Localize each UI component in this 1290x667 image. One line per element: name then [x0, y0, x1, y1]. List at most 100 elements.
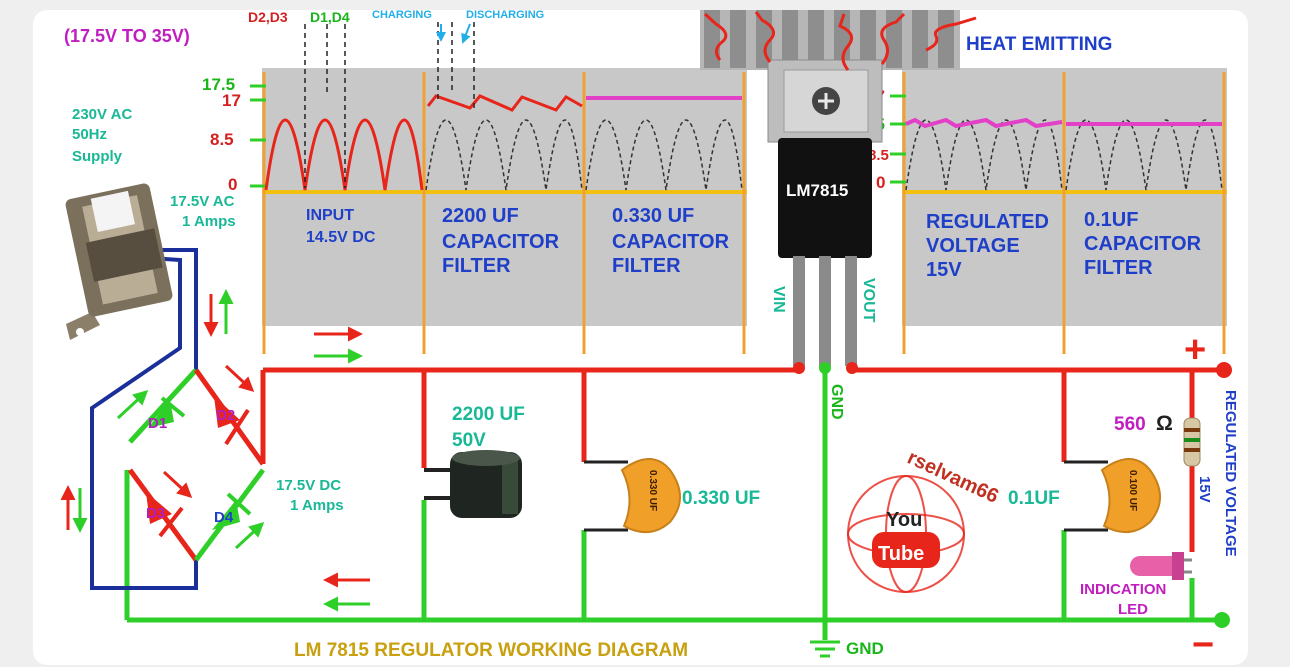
regulator-pins [793, 256, 857, 366]
capacitor-body-label: 0.330 UF [647, 470, 658, 511]
tick-label-left: 0 [228, 175, 237, 194]
section-label: FILTER [442, 255, 511, 277]
d23-label: D2,D3 [248, 9, 288, 25]
minus-sign: − [1192, 624, 1214, 666]
d14-label: D1,D4 [310, 9, 350, 25]
regulated-voltage-value: 15V [1196, 476, 1213, 503]
rectified-waveform [264, 118, 424, 191]
capacitor-body-label: 0.100 UF [1127, 470, 1138, 511]
ceramic-capacitor-330-icon [584, 458, 681, 533]
section-label: CAPACITOR [612, 231, 730, 253]
ripple-waveform [426, 94, 583, 112]
lm7815-regulator-body [778, 138, 872, 258]
resistor-icon [1183, 417, 1201, 467]
diode-d2-icon [214, 396, 250, 446]
transformer-icon [65, 183, 173, 340]
heat-wave-icon [703, 11, 977, 71]
panel-section-input: INPUT 14.5V DC [306, 207, 376, 246]
dc-output-label: 1 Amps [290, 497, 344, 514]
section-label: 2200 UF [442, 205, 519, 227]
section-label: 14.5V DC [306, 229, 376, 246]
big-capacitor-label: 50V [452, 430, 486, 451]
section-label: FILTER [612, 255, 681, 277]
dc-output-label: 17.5V DC [276, 477, 341, 494]
heat-emitting-label: HEAT EMITTING [966, 34, 1112, 55]
section-label: 15V [926, 259, 962, 281]
secondary-label: 17.5V AC [170, 193, 235, 210]
ac-supply-label: 230V AC [72, 106, 132, 123]
axis-ticks-left [250, 84, 266, 188]
dashed-humps-330uf [585, 119, 743, 191]
electrolytic-capacitor-icon [424, 450, 522, 518]
diode-label: D1 [148, 415, 167, 432]
section-label: 0.330 UF [612, 205, 694, 227]
diode-label: D4 [214, 509, 234, 526]
tick-label-right: 0 [876, 173, 885, 192]
positive-rail [260, 367, 1222, 552]
resistor-value: 560 [1114, 414, 1146, 435]
diode-d3-icon [146, 492, 184, 538]
dashed-humps-01uf [1065, 119, 1223, 191]
watermark-you-text: You [886, 509, 922, 531]
negative-output-terminal [1214, 612, 1230, 628]
ac-supply-label: Supply [72, 148, 123, 165]
gnd-pin-dot [819, 362, 831, 374]
big-capacitor-label: 2200 UF [452, 404, 525, 425]
gnd-bottom-label: GND [846, 639, 884, 658]
discharging-label: DISCHARGING [466, 9, 544, 21]
section-label: INPUT [306, 207, 354, 224]
current-flow-arrows [60, 289, 370, 612]
discharging-arrow [461, 23, 471, 44]
section-label: 0.1UF [1084, 209, 1138, 231]
axis-ticks-right [890, 94, 906, 184]
secondary-label: 1 Amps [182, 213, 236, 230]
ac-supply-label: 50Hz [72, 126, 107, 143]
panel-dividers [262, 72, 1226, 354]
led-label: LED [1118, 601, 1148, 618]
ohm-symbol: Ω [1156, 412, 1173, 435]
diode-d1-icon [148, 396, 186, 428]
diode-label: D2 [216, 407, 235, 424]
diagram-title: LM 7815 REGULATOR WORKING DIAGRAM [294, 640, 688, 661]
plus-sign: + [1184, 329, 1206, 371]
section-label: CAPACITOR [442, 231, 560, 253]
tick-label-right: 8.5 [868, 147, 889, 164]
section-label: REGULATED [926, 211, 1049, 233]
tick-label-left: 17 [222, 91, 241, 110]
diode-label: D3 [146, 505, 165, 522]
positive-output-terminal [1216, 362, 1232, 378]
vin-pin-dot [793, 362, 805, 374]
dashed-humps-regulated [905, 119, 1063, 191]
youtube-watermark-logo [847, 475, 965, 593]
capacitor-100-label: 0.1UF [1008, 488, 1060, 509]
vout-pin-dot [846, 362, 858, 374]
panel-section-regulated: REGULATED VOLTAGE 15V [926, 211, 1049, 281]
vin-label: VIN [770, 286, 787, 313]
dashed-humps-2200uf [425, 119, 583, 191]
ground-symbol-icon [810, 640, 840, 658]
input-range-label: (17.5V TO 35V) [64, 26, 190, 46]
diode-d4-icon [212, 492, 252, 530]
waveform-panel-left [262, 68, 747, 326]
lm7815-label: LM7815 [786, 181, 848, 200]
panel-section-01uf: 0.1UF CAPACITOR FILTER [1084, 209, 1202, 279]
vout-label: VOUT [860, 278, 877, 323]
regulated-voltage-label: REGULATED VOLTAGE [1222, 390, 1239, 557]
ceramic-capacitor-100-icon [1064, 458, 1161, 533]
regulated-dc-line [905, 117, 1063, 129]
section-label: CAPACITOR [1084, 233, 1202, 255]
led-label: INDICATION [1080, 581, 1166, 598]
panel-section-2200uf: 2200 UF CAPACITOR FILTER [442, 205, 560, 277]
indication-led-icon [1130, 552, 1192, 580]
ground-rail [124, 366, 1222, 640]
watermark-tube-text: Tube [878, 543, 924, 565]
tick-label-left: 17.5 [202, 75, 235, 94]
gnd-pin-label: GND [828, 384, 845, 420]
capacitor-330-label: 0.330 UF [682, 488, 760, 509]
section-label: VOLTAGE [926, 235, 1020, 257]
section-label: FILTER [1084, 257, 1153, 279]
screw-cross-icon [818, 93, 834, 109]
charging-label: CHARGING [372, 9, 432, 21]
tick-label-left: 8.5 [210, 130, 234, 149]
